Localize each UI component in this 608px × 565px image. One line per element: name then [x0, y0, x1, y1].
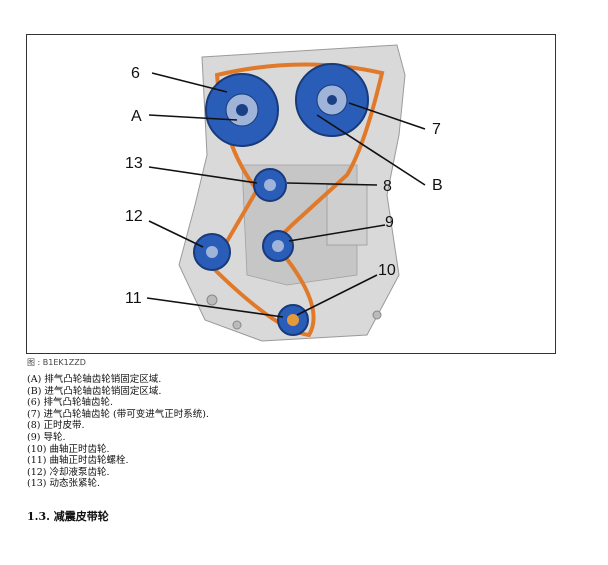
figure-caption: 图 : B1EK1ZZD [27, 357, 86, 368]
callout-7: 7 [432, 121, 441, 138]
engine-bolt [373, 311, 381, 319]
legend-item: (A) 排气凸轮轴齿轮销固定区域. [27, 374, 547, 386]
legend-item: (13) 动态张紧轮. [27, 478, 547, 490]
legend-item: (12) 冷却液泵齿轮. [27, 467, 547, 479]
legend-item: (6) 排气凸轮轴齿轮. [27, 397, 547, 409]
callout-b: B [432, 177, 443, 194]
legend-item: (8) 正时皮带. [27, 420, 547, 432]
callout-8: 8 [383, 178, 392, 195]
callout-12: 12 [125, 208, 143, 225]
callout-10: 10 [378, 262, 396, 279]
legend-item: (10) 曲轴正时齿轮. [27, 444, 547, 456]
section-heading: 1.3. 减震皮带轮 [27, 508, 109, 524]
callout-9: 9 [385, 214, 394, 231]
idler-pulley [263, 231, 293, 261]
crankshaft-timing-gear [278, 305, 308, 335]
figure-legend: (A) 排气凸轮轴齿轮销固定区域. (B) 进气凸轮轴齿轮销固定区域. (6) … [27, 374, 547, 490]
exhaust-camshaft-gear [206, 74, 278, 146]
timing-belt-illustration: 6 A 13 12 11 7 B 8 9 10 [27, 35, 557, 355]
legend-item: (11) 曲轴正时齿轮螺栓. [27, 455, 547, 467]
engine-bolt [207, 295, 217, 305]
engine-bolt [233, 321, 241, 329]
callout-6: 6 [131, 65, 140, 82]
engine-bracket [327, 185, 367, 245]
legend-item: (7) 进气凸轮轴齿轮 (带可变进气正时系统). [27, 409, 547, 421]
callout-13: 13 [125, 155, 143, 172]
callout-a: A [131, 108, 142, 125]
dynamic-tensioner [254, 169, 286, 201]
coolant-pump-gear [194, 234, 230, 270]
legend-item: (B) 进气凸轮轴齿轮销固定区域. [27, 386, 547, 398]
engine-timing-figure: 6 A 13 12 11 7 B 8 9 10 [26, 34, 556, 354]
legend-item: (9) 导轮. [27, 432, 547, 444]
callout-11: 11 [125, 290, 142, 307]
